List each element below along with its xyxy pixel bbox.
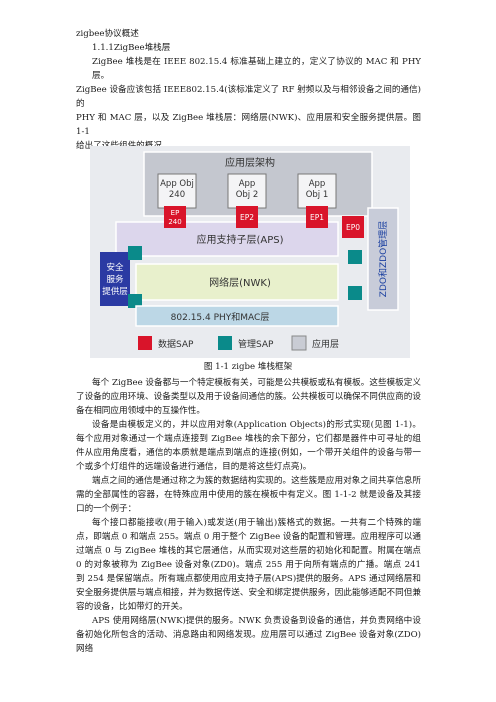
app-obj-2-label: Obj 2	[236, 190, 259, 200]
ep240-label: 240	[168, 218, 181, 226]
security-label: 安全	[106, 262, 124, 273]
zigbee-stack-figure: 应用层架构 App Obj 240 App Obj 2 App Obj 1 应用…	[90, 146, 410, 358]
legend-app-label: 应用层	[312, 338, 339, 350]
body-paragraph: 每个接口都能接收(用于输入)或发送(用于输出)簇格式的数据。一共有二个特殊的端点…	[76, 518, 421, 612]
app-obj-2-label: App	[239, 179, 256, 189]
ep1-sap	[306, 206, 328, 228]
intro-line: ZigBee 堆栈是在 IEEE 802.15.4 标准基础上建立的，定义了协议…	[92, 57, 421, 81]
aps-label: 应用支持子层(APS)	[196, 233, 283, 246]
phymac-label: 802.15.4 PHY和MAC层	[171, 312, 270, 323]
mgmt-sap	[128, 294, 142, 308]
ep0-label: EP0	[346, 223, 360, 232]
zdo-label: ZDO和ZDO管理层	[377, 221, 389, 297]
ep2-label: EP2	[240, 213, 254, 222]
mgmt-sap	[348, 286, 362, 300]
legend-data-swatch	[138, 336, 152, 350]
app-obj-240	[157, 173, 197, 209]
doc-title: zigbee协议概述	[76, 29, 139, 39]
intro-paragraph: ZigBee 堆栈是在 IEEE 802.15.4 标准基础上建立的，定义了协议…	[76, 55, 421, 153]
security-label: 提供层	[102, 286, 128, 297]
app-obj-240-label: 240	[169, 190, 185, 200]
body-paragraph: 每个 ZigBee 设备都与一个特定模板有关，可能是公共模板或私有模板。这些模板…	[76, 378, 421, 416]
mgmt-sap	[348, 250, 362, 264]
body-text: 每个 ZigBee 设备都与一个特定模板有关，可能是公共模板或私有模板。这些模板…	[76, 376, 421, 656]
app-obj-240-label: App Obj	[160, 179, 194, 189]
body-paragraph: 设备是由模板定义的，并以应用对象(Application Objects)的形式…	[76, 420, 421, 472]
app-framework-label: 应用层架构	[225, 156, 275, 169]
body-paragraph: 端点之间的通信是通过称之为簇的数据结构实现的。这些簇是应用对象之间共享信息所需的…	[76, 476, 421, 514]
intro-line: PHY 和 MAC 层，以及 ZigBee 堆栈层：网络层(NWK)、应用层和安…	[76, 113, 421, 137]
intro-line: ZigBee 设备应该包括 IEEE802.15.4(该标准定义了 RF 射频以…	[76, 85, 421, 109]
app-obj-1-label: App	[309, 179, 326, 189]
section-heading: 1.1.1ZigBee堆栈层	[92, 43, 171, 53]
body-paragraph: APS 使用网络层(NWK)提供的服务。NWK 负责设备到设备的通信，并负责网络…	[76, 616, 421, 654]
nwk-layer	[135, 263, 339, 301]
legend-data-label: 数据SAP	[158, 338, 194, 350]
nwk-label: 网络层(NWK)	[209, 276, 271, 289]
app-obj-1-label: Obj 1	[306, 190, 329, 200]
phymac-layer	[135, 305, 339, 327]
ep240-sap	[164, 206, 186, 228]
ep1-label: EP1	[310, 213, 324, 222]
app-obj-2	[227, 173, 267, 209]
ep0-sap	[342, 216, 364, 238]
figure-caption: 图 1-1 zigbe 堆栈框架	[203, 362, 293, 372]
zdo-layer	[367, 207, 399, 311]
ep240-label: EP	[171, 209, 180, 217]
ep2-sap	[236, 206, 258, 228]
legend-mgmt-label: 管理SAP	[238, 338, 274, 350]
security-provider	[100, 252, 130, 306]
aps-layer	[115, 221, 339, 257]
security-label: 服务	[106, 274, 124, 285]
mgmt-sap	[128, 246, 142, 260]
legend-mgmt-swatch	[218, 336, 232, 350]
app-obj-1	[297, 173, 337, 209]
legend-app-swatch	[291, 335, 307, 351]
